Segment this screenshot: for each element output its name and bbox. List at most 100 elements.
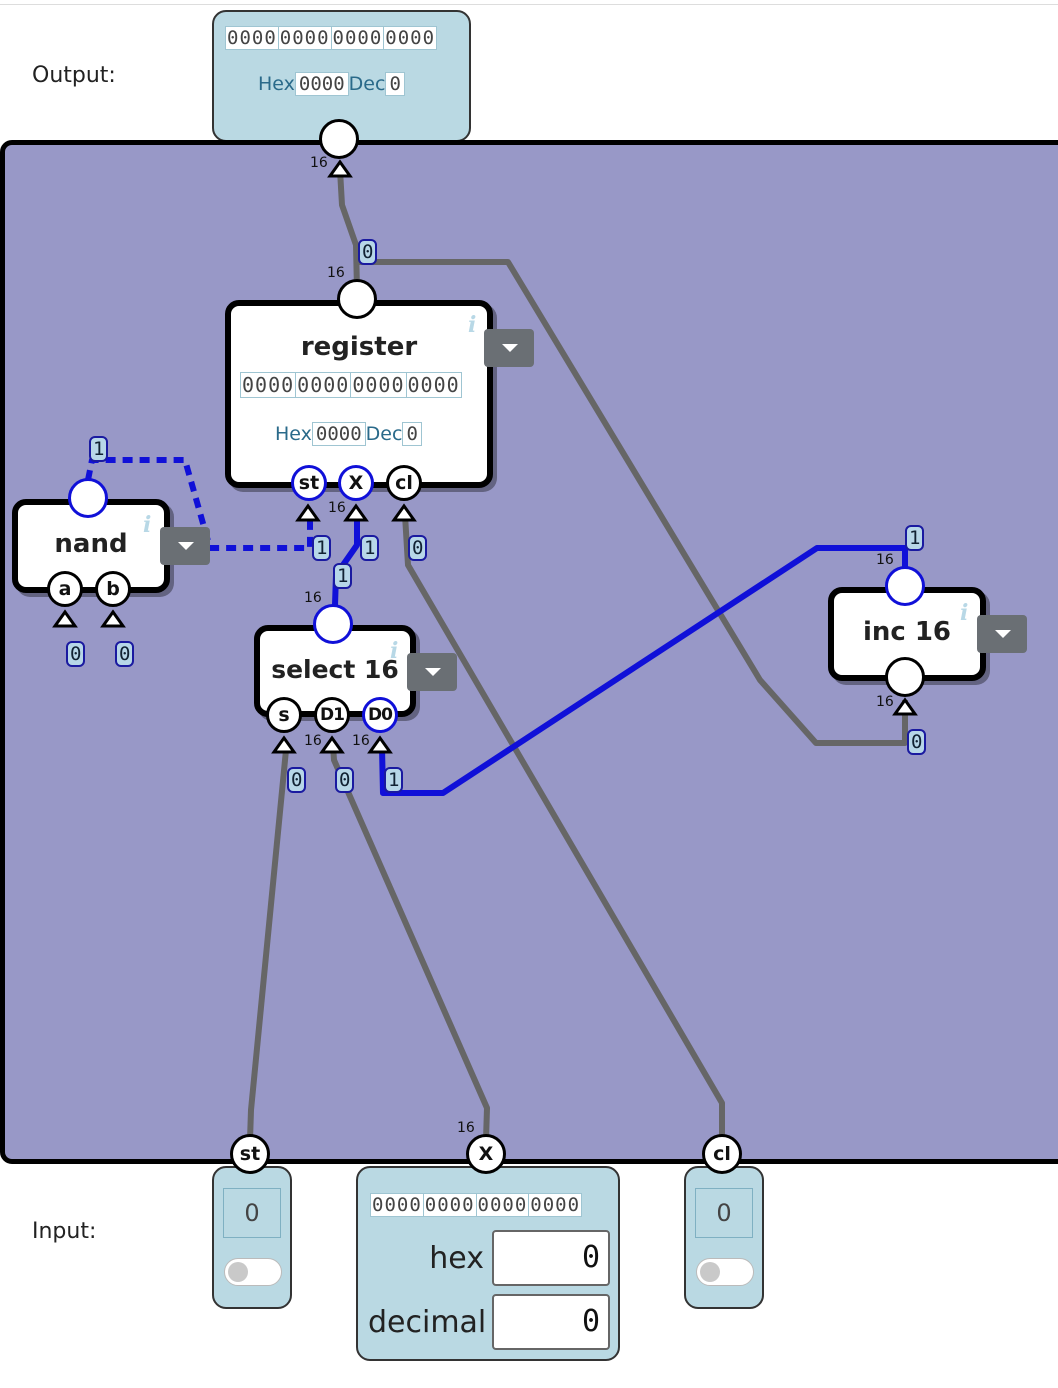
wire-st-input[interactable]: [247, 749, 289, 1141]
register-pin-cl[interactable]: cl: [386, 465, 422, 501]
st-input-panel: 0: [212, 1166, 292, 1309]
st-input-value: 0: [223, 1188, 281, 1238]
register-hex-label: Hex: [275, 423, 312, 445]
register-out-width: 16: [327, 265, 345, 281]
register-bit-display: 0000 0000 0000 0000: [240, 372, 462, 398]
wire-value-register-x: 1: [360, 535, 380, 561]
register-hexdec: Hex 0000 Dec 0: [275, 422, 422, 446]
inc16-in-width: 16: [876, 694, 894, 710]
output-bit-group: 0000: [279, 27, 332, 49]
x-input-pin[interactable]: X: [466, 1134, 506, 1174]
register-dec-value: 0: [402, 422, 422, 446]
x-input-panel: 0000 0000 0000 0000 hex 0 decimal 0: [356, 1166, 620, 1361]
select16-pin-s[interactable]: s: [266, 697, 302, 733]
wire-register-to-output[interactable]: [337, 169, 360, 291]
select16-pin-d1[interactable]: D1: [314, 697, 350, 733]
register-bit-group: 0000: [352, 373, 407, 397]
output-hex-label: Hex: [258, 73, 295, 95]
wire-value-nand-b: 0: [115, 641, 135, 667]
output-hexdec: Hex 0000 Dec 0: [258, 72, 405, 96]
nand-dropdown-button[interactable]: [160, 527, 210, 565]
wire-value-register-st: 1: [312, 535, 332, 561]
register-cl-marker: [391, 503, 417, 522]
output-bit-group: 0000: [332, 27, 385, 49]
wire-cl-input[interactable]: [402, 514, 725, 1140]
output-bus-width: 16: [310, 155, 328, 171]
register-pin-st[interactable]: st: [291, 465, 327, 501]
nand-b-marker: [100, 609, 126, 628]
register-bit-group: 0000: [242, 373, 297, 397]
wire-value-register-out: 0: [358, 239, 378, 265]
inc-in-marker: [892, 697, 918, 716]
st-input-toggle[interactable]: [224, 1258, 282, 1286]
select16-out-pin[interactable]: [313, 604, 353, 644]
wire-value-select-d0: 1: [384, 767, 404, 793]
cl-input-value: 0: [695, 1188, 753, 1238]
cl-input-pin[interactable]: cl: [702, 1134, 742, 1174]
wire-value-select-s: 0: [287, 767, 307, 793]
x-input-bit-group: 0000: [424, 1194, 477, 1216]
select-d1-marker: [319, 735, 345, 754]
select16-out-width: 16: [304, 590, 322, 606]
inc16-title: inc 16: [862, 617, 952, 647]
inc16-dropdown-button[interactable]: [977, 615, 1027, 653]
x-input-bit-display: 0000 0000 0000 0000: [370, 1193, 583, 1217]
register-info-icon[interactable]: i: [468, 312, 477, 338]
x-input-bit-group: 0000: [530, 1194, 581, 1216]
output-dec-value: 0: [385, 72, 405, 96]
select16-d0-width: 16: [352, 733, 370, 749]
output-bit-group: 0000: [385, 27, 436, 49]
register-bit-group: 0000: [297, 373, 352, 397]
select16-dropdown-button[interactable]: [407, 653, 457, 691]
x-input-hex-label: hex: [429, 1240, 484, 1276]
register-dropdown-button[interactable]: [484, 329, 534, 367]
register-st-marker: [295, 503, 321, 522]
wire-value-inc-in: 0: [907, 729, 927, 755]
nand-pin-a[interactable]: a: [47, 571, 83, 607]
nand-out-pin[interactable]: [68, 478, 108, 518]
register-chip[interactable]: register 0000 0000 0000 0000 Hex 0000 De…: [225, 300, 493, 488]
select16-info-icon[interactable]: i: [390, 638, 399, 664]
register-hex-value: 0000: [311, 422, 366, 446]
output-bit-group: 0000: [227, 27, 279, 49]
nand-info-icon[interactable]: i: [143, 512, 152, 538]
x-input-bit-group: 0000: [477, 1194, 530, 1216]
wire-register-to-inc[interactable]: [357, 259, 908, 746]
select16-title: select 16: [271, 655, 399, 684]
x-input-bit-group: 0000: [372, 1194, 424, 1216]
st-input-pin[interactable]: st: [230, 1134, 270, 1174]
wire-nand-to-register-st[interactable]: [85, 457, 313, 551]
output-dec-label: Dec: [348, 73, 386, 95]
nand-pin-b[interactable]: b: [95, 571, 131, 607]
wire-inc-to-select[interactable]: [379, 545, 908, 796]
x-input-decimal-field[interactable]: 0: [492, 1294, 610, 1350]
wire-value-nand-a: 0: [66, 641, 86, 667]
select16-pin-d0[interactable]: D0: [362, 697, 398, 733]
nand-title: nand: [54, 529, 128, 559]
register-out-pin[interactable]: [337, 279, 377, 319]
inc16-info-icon[interactable]: i: [960, 600, 969, 626]
register-pin-x[interactable]: X: [338, 465, 374, 501]
inc16-in-pin[interactable]: [885, 657, 925, 697]
wire-value-select-d1: 0: [335, 767, 355, 793]
output-in-marker: [327, 159, 353, 178]
wire-value-register-cl: 0: [408, 535, 428, 561]
wire-value-nand-out: 1: [89, 436, 109, 462]
select-d0-marker: [367, 735, 393, 754]
register-bit-group: 0000: [407, 373, 460, 397]
cl-input-toggle[interactable]: [696, 1258, 754, 1286]
wire-select-to-register[interactable]: [332, 515, 360, 606]
x-input-decimal-label: decimal: [368, 1304, 487, 1340]
input-label: Input:: [32, 1219, 97, 1244]
register-x-marker: [343, 503, 369, 522]
x-input-decimal-row: decimal 0: [368, 1294, 610, 1350]
x-input-hex-field[interactable]: 0: [492, 1230, 610, 1286]
output-label: Output:: [32, 63, 116, 88]
inc16-out-pin[interactable]: [885, 566, 925, 606]
top-divider: [0, 4, 1058, 5]
output-pin[interactable]: [319, 119, 359, 159]
wire-value-inc-out: 1: [905, 525, 925, 551]
x-input-bus-width: 16: [457, 1120, 475, 1136]
